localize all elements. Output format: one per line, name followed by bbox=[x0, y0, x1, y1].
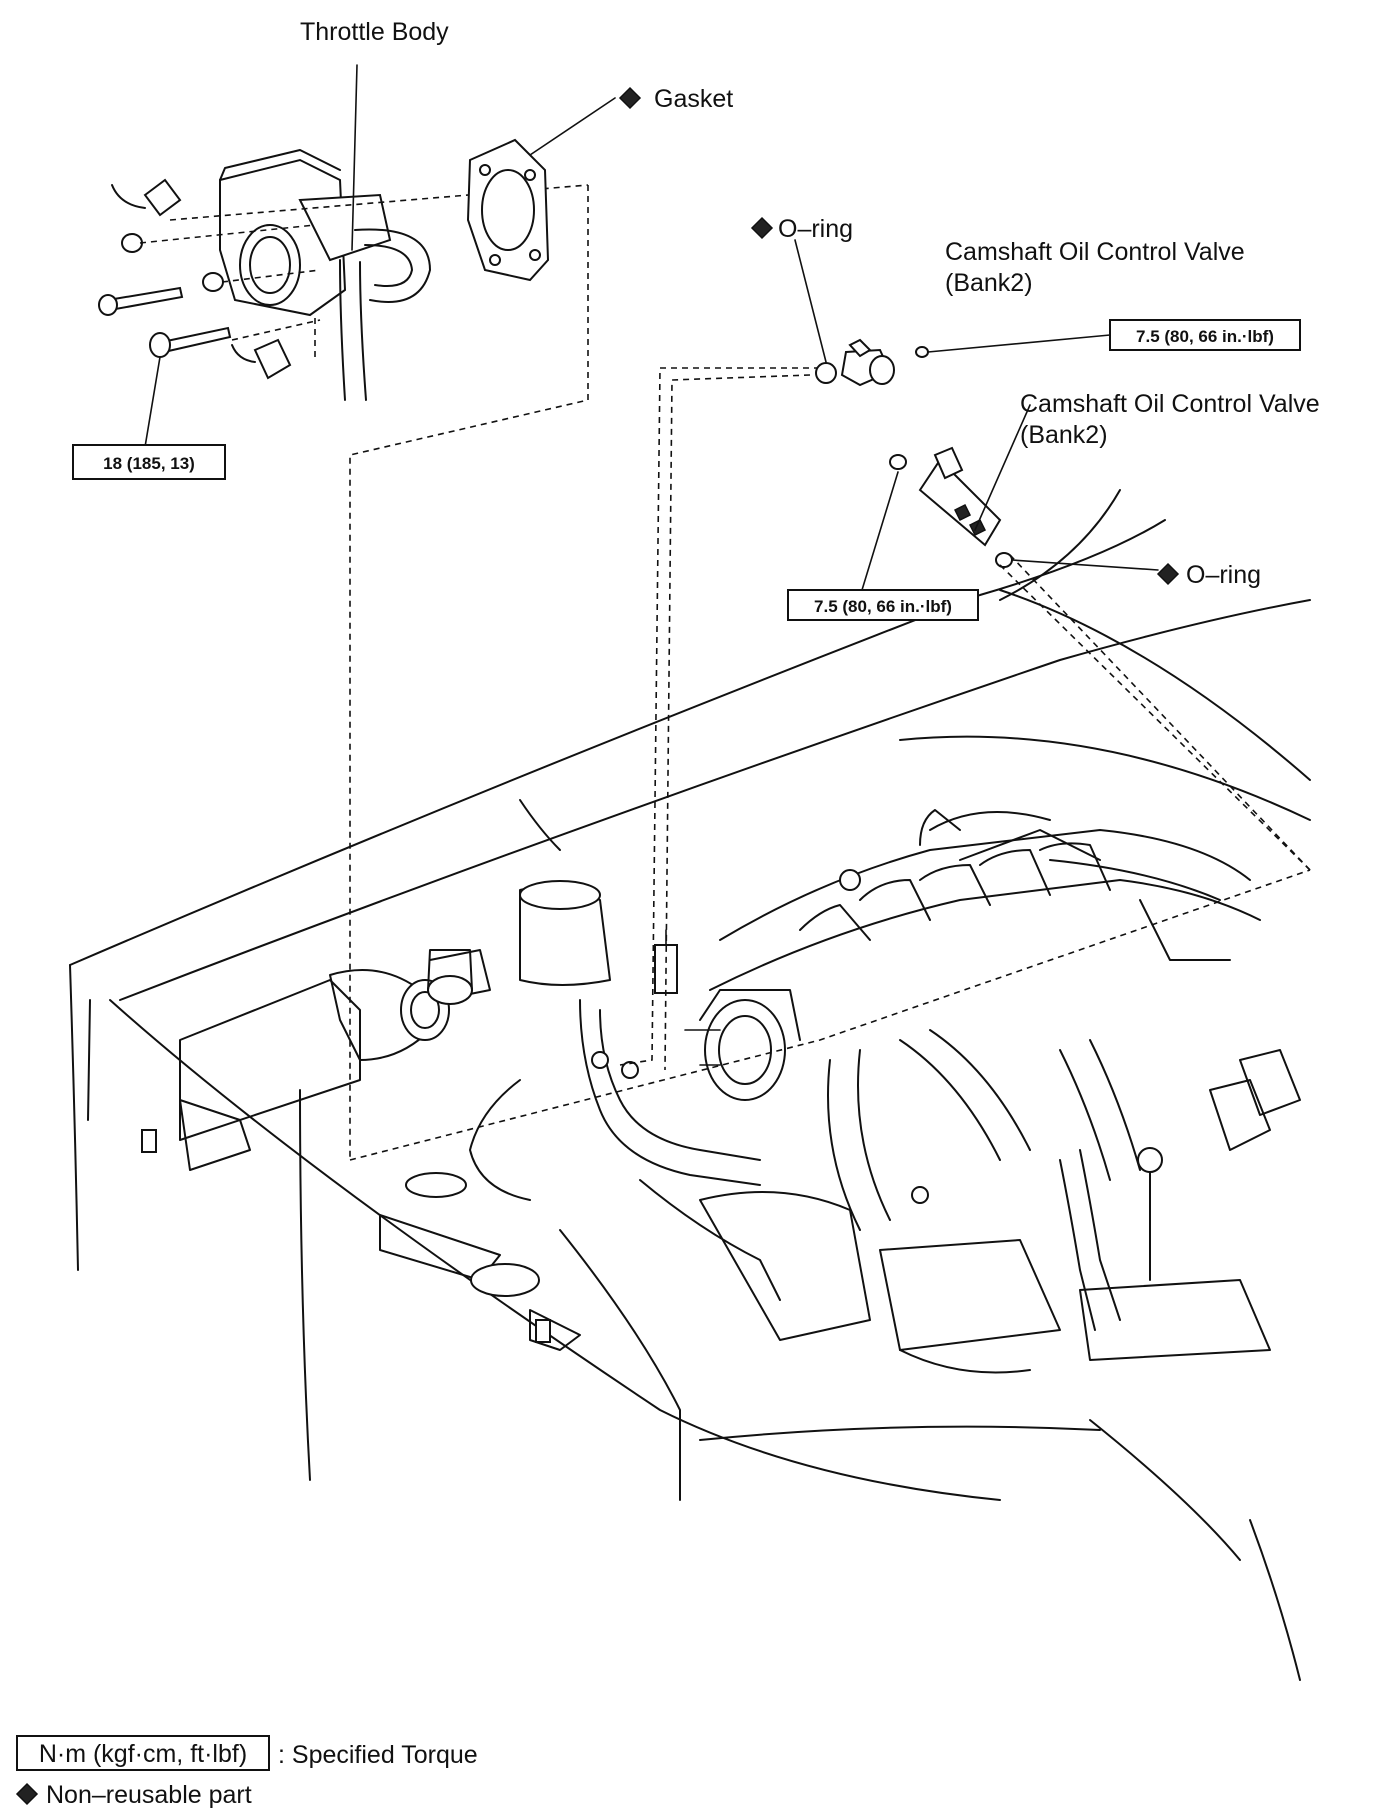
torque-leader-throttle bbox=[144, 356, 161, 448]
throttle-body-assembly bbox=[98, 64, 589, 401]
diamond-icon bbox=[750, 216, 774, 240]
torque-spec-ocv-mid: 7.5 (80, 66 in.·lbf) bbox=[787, 589, 979, 621]
label-camshaft-ocv-top: Camshaft Oil Control Valve bbox=[945, 238, 1245, 266]
label-o-ring-top: O–ring bbox=[778, 215, 853, 243]
torque-spec-ocv-top: 7.5 (80, 66 in.·lbf) bbox=[1109, 319, 1301, 351]
label-camshaft-ocv-mid: Camshaft Oil Control Valve bbox=[1020, 390, 1320, 418]
diamond-icon bbox=[618, 86, 642, 110]
legend-torque-box bbox=[16, 1735, 270, 1771]
torque-spec-throttle: 18 (185, 13) bbox=[72, 444, 226, 480]
torque-value-throttle: 18 (185, 13) bbox=[103, 454, 195, 473]
ocv-bank2-top-assembly bbox=[794, 239, 1111, 387]
label-o-ring-right: O–ring bbox=[1186, 561, 1261, 589]
gasket-part bbox=[466, 97, 616, 282]
ocv-bank2-mid-assembly bbox=[861, 404, 1311, 871]
diamond-icon bbox=[15, 1782, 39, 1806]
label-camshaft-ocv-mid-bank: (Bank2) bbox=[1020, 421, 1108, 449]
legend: N·m (kgf·cm, ft·lbf) : Specified Torque … bbox=[15, 1735, 478, 1809]
legend-torque-desc: : Specified Torque bbox=[278, 1741, 478, 1769]
torque-value-ocv-top: 7.5 (80, 66 in.·lbf) bbox=[1136, 327, 1274, 346]
install-guide-lines bbox=[349, 185, 1311, 1161]
label-camshaft-ocv-top-bank: (Bank2) bbox=[945, 269, 1033, 297]
label-gasket: Gasket bbox=[654, 85, 733, 113]
label-throttle-body: Throttle Body bbox=[300, 18, 449, 46]
legend-nonreusable: Non–reusable part bbox=[46, 1781, 252, 1809]
torque-value-ocv-mid: 7.5 (80, 66 in.·lbf) bbox=[814, 597, 952, 616]
engine-bay-illustration bbox=[69, 489, 1311, 1681]
diamond-icon bbox=[1156, 562, 1180, 586]
legend-torque-units: N·m (kgf·cm, ft·lbf) bbox=[39, 1740, 247, 1768]
